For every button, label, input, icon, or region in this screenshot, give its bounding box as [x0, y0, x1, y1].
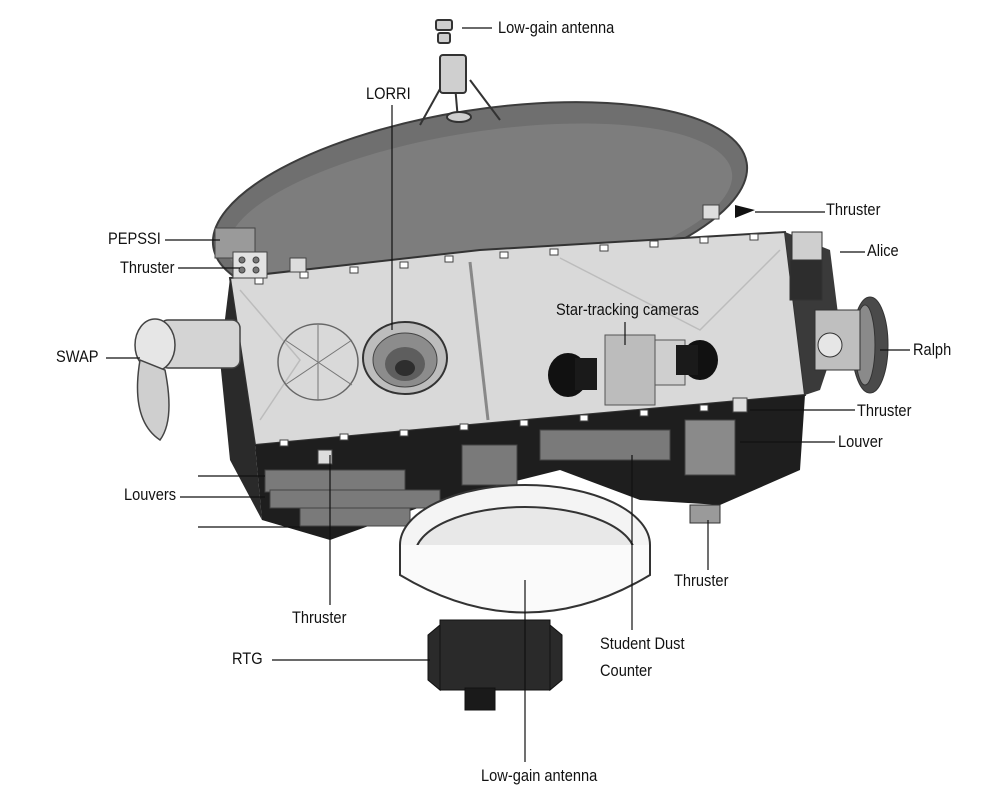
label-thruster-lower-right: Thruster: [674, 571, 729, 590]
lorri-telescope: [362, 321, 448, 395]
thruster-nozzles: [289, 204, 755, 524]
louvers: [264, 419, 736, 527]
label-rtg: RTG: [232, 649, 263, 668]
label-swap: SWAP: [56, 347, 99, 366]
star-tracking-cameras: [548, 334, 718, 406]
swap-instrument: [134, 318, 241, 442]
pepssi-instrument: [214, 227, 268, 279]
label-thruster-right: Thruster: [857, 401, 912, 420]
label-ralph: Ralph: [913, 340, 952, 359]
label-low-gain-antenna-top: Low-gain antenna: [498, 18, 615, 37]
label-thruster-top-right: Thruster: [826, 200, 881, 219]
label-louver: Louver: [838, 432, 883, 451]
leader-lines: [106, 27, 910, 762]
rtg: [427, 619, 563, 711]
label-alice: Alice: [867, 241, 899, 260]
label-low-gain-antenna-bottom: Low-gain antenna: [481, 766, 598, 785]
student-dust-counter-ring: [399, 484, 651, 614]
label-louvers: Louvers: [124, 485, 177, 504]
label-student-dust-counter-line2: Counter: [600, 661, 653, 680]
alice-instrument: [789, 231, 823, 301]
label-thruster-bottom: Thruster: [292, 608, 347, 627]
label-thruster-left: Thruster: [120, 258, 175, 277]
ralph-instrument: [814, 296, 889, 394]
circular-panel: [277, 323, 359, 401]
label-lorri: LORRI: [366, 84, 411, 103]
label-student-dust-counter-line1: Student Dust: [600, 634, 685, 653]
label-pepssi: PEPSSI: [108, 229, 161, 248]
top-antenna-mast: [419, 19, 501, 126]
label-star-tracking-cameras: Star-tracking cameras: [556, 300, 700, 319]
